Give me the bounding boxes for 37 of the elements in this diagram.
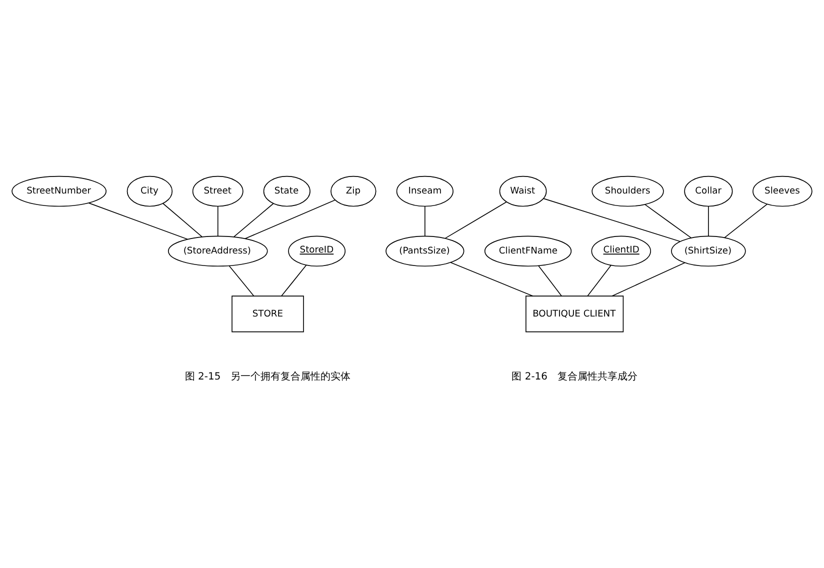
node-ellipse: Sleeves — [752, 176, 812, 207]
label: 图 2-16 复合属性共享成分 — [512, 371, 638, 382]
connector — [444, 202, 507, 239]
node-ellipse: State — [263, 176, 310, 207]
connector — [281, 264, 307, 296]
node-ellipse: Waist — [499, 176, 547, 207]
connector — [708, 206, 709, 237]
node-box: BOUTIQUE CLIENT — [526, 296, 624, 332]
connector — [88, 202, 188, 240]
connector — [233, 203, 274, 238]
connector — [543, 198, 680, 242]
node-ellipse: Inseam — [396, 176, 454, 207]
connector — [587, 264, 612, 296]
node-ellipse: (ShirtSize) — [671, 236, 746, 267]
node-ellipse: ClientID — [591, 236, 652, 267]
node-ellipse: (StoreAddress) — [168, 236, 268, 267]
node-ellipse: StoreID — [288, 236, 346, 267]
connector — [217, 206, 218, 237]
node-box: STORE — [232, 296, 304, 332]
node-ellipse: Zip — [330, 176, 376, 207]
node-ellipse: Collar — [684, 176, 733, 207]
node-ellipse: (PantsSize) — [386, 236, 464, 267]
connector — [612, 262, 686, 296]
node-ellipse: ClientFName — [484, 236, 572, 267]
connector — [450, 262, 534, 296]
node-ellipse: City — [126, 176, 173, 207]
node-ellipse: Street — [192, 176, 244, 207]
connector — [228, 265, 254, 296]
connector — [538, 265, 562, 296]
connector — [162, 203, 202, 238]
label: 图 2-15 另一个拥有复合属性的实体 — [184, 371, 351, 382]
connector — [424, 206, 426, 237]
connector — [644, 204, 692, 238]
connector — [724, 204, 768, 238]
connector — [244, 200, 336, 240]
node-ellipse: Shoulders — [592, 176, 664, 207]
node-ellipse: StreetNumber — [12, 176, 106, 207]
